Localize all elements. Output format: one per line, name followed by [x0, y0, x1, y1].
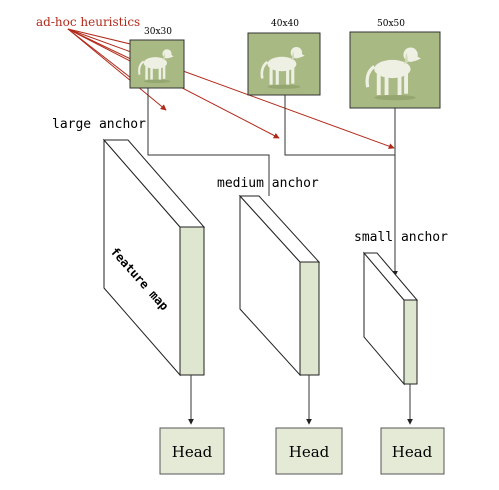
feature-map-medium — [238, 194, 321, 377]
head-box: Head — [159, 427, 225, 475]
feature-map-large — [102, 138, 206, 377]
image-size-label: 50x50 — [377, 19, 405, 29]
image-50x50 — [349, 31, 441, 109]
head-box: Head — [275, 427, 343, 475]
head-label: Head — [289, 443, 330, 461]
image-size-label: 40x40 — [271, 19, 299, 29]
heuristics-label: ad-hoc heuristics — [36, 15, 140, 29]
feature-map-small — [362, 251, 419, 386]
head-arrows — [188, 375, 413, 425]
image-30x30 — [129, 39, 185, 89]
anchor-label-large: large anchor — [52, 117, 146, 132]
anchor-label-small: small anchor — [354, 230, 448, 245]
image-size-label: 30x30 — [144, 27, 172, 37]
routing-lines — [147, 88, 398, 277]
heuristic-arrows — [67, 28, 395, 150]
image-40x40 — [247, 32, 321, 96]
head-box: Head — [380, 427, 445, 475]
head-label: Head — [172, 443, 213, 461]
head-label: Head — [392, 443, 433, 461]
anchor-label-medium: medium anchor — [217, 176, 319, 191]
